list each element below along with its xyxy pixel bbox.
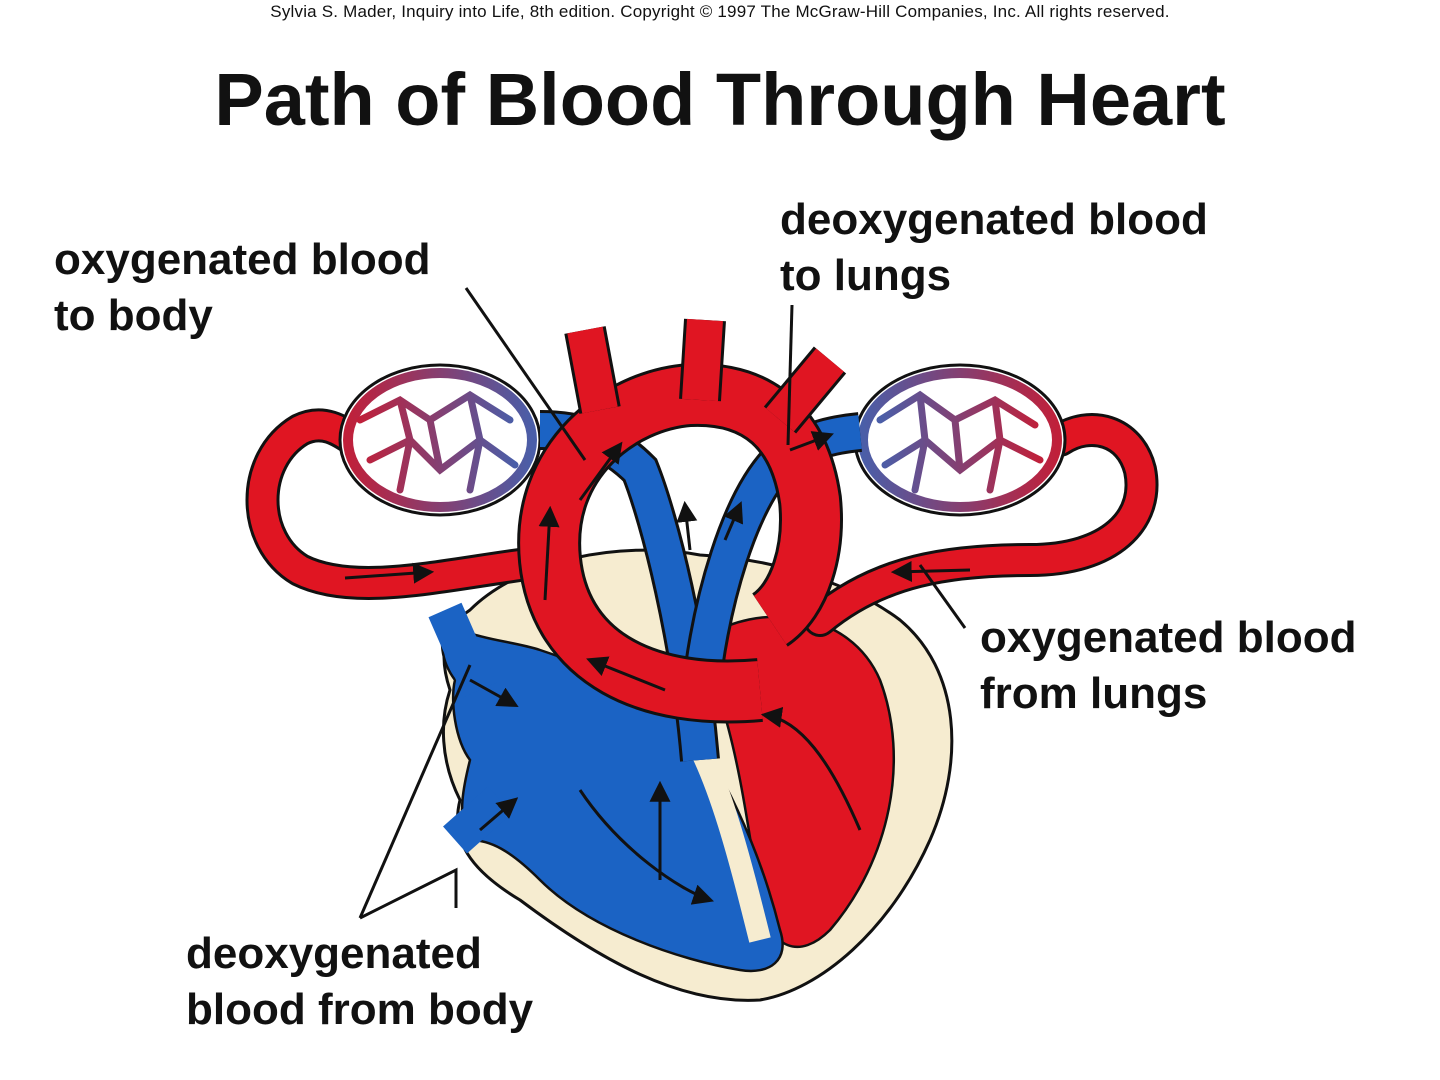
label-line: from lungs xyxy=(980,666,1356,722)
label-line: to body xyxy=(54,288,430,344)
label-line: deoxygenated xyxy=(186,926,533,982)
label-deoxygenated-blood-to-lungs: deoxygenated blood to lungs xyxy=(780,192,1208,304)
label-oxygenated-blood-to-body: oxygenated blood to body xyxy=(54,232,430,344)
label-line: blood from body xyxy=(186,982,533,1038)
label-line: oxygenated blood xyxy=(54,232,430,288)
right-lung-capillaries xyxy=(855,365,1065,515)
label-deoxygenated-blood-from-body: deoxygenated blood from body xyxy=(186,926,533,1038)
left-lung-capillaries xyxy=(340,365,540,515)
label-line: deoxygenated blood xyxy=(780,192,1208,248)
label-line: oxygenated blood xyxy=(980,610,1356,666)
label-line: to lungs xyxy=(780,248,1208,304)
label-oxygenated-blood-from-lungs: oxygenated blood from lungs xyxy=(980,610,1356,722)
